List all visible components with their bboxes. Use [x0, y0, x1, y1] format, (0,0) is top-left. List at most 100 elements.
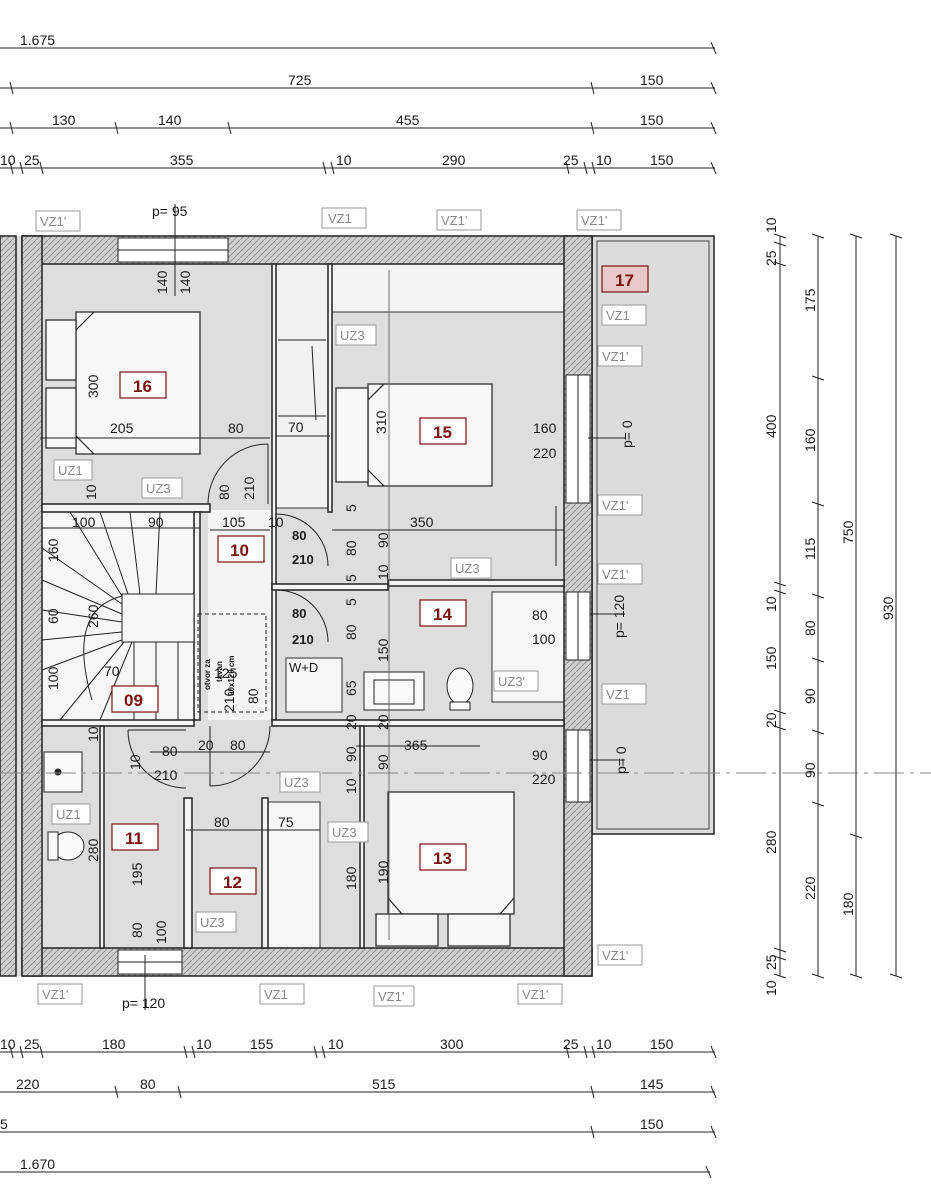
- interior-dimensions: 140 140 300 205 80 70 310 160 220 10 80 …: [45, 270, 557, 944]
- dim: 10: [763, 980, 779, 996]
- dim: 220: [16, 1076, 40, 1092]
- tag: UZ1: [58, 463, 83, 478]
- sink-icon: [363, 671, 425, 711]
- dim: 310: [373, 410, 389, 434]
- dim: 140: [177, 270, 193, 294]
- tag: UZ3: [455, 561, 480, 576]
- dim: 100: [153, 920, 169, 944]
- dim: 180: [343, 866, 359, 890]
- element-tags: VZ1' VZ1 VZ1' VZ1' VZ1 VZ1' UZ3 VZ1' UZ1…: [35, 207, 647, 1007]
- tag: VZ1': [581, 213, 607, 228]
- dim: 150: [375, 638, 391, 662]
- tag: UZ3: [340, 328, 365, 343]
- dim: 210: [292, 552, 314, 567]
- room-11: 11: [125, 829, 143, 848]
- tag: VZ1': [378, 989, 404, 1004]
- plan-notes: otvor za tavan 90x120 cm W+D: [203, 656, 318, 696]
- right-dimensions: [773, 233, 903, 979]
- dim: 145: [640, 1076, 664, 1092]
- dim: 220: [532, 771, 556, 787]
- dim: 80: [140, 1076, 156, 1092]
- dim-top-355: 355: [170, 152, 194, 168]
- dim: 140: [154, 270, 170, 294]
- tag: VZ1: [328, 211, 352, 226]
- tag: VZ1': [40, 214, 66, 229]
- room-labels: 16 15 17 10 14 09 11 12 13: [111, 265, 649, 895]
- dim: 20: [763, 712, 779, 728]
- dim: 90: [802, 688, 818, 704]
- dim: 205: [110, 420, 134, 436]
- dim-top-150a: 150: [640, 72, 664, 88]
- dim: 105: [222, 514, 246, 530]
- dim: 260: [85, 604, 101, 628]
- dim-top-10c: 10: [596, 152, 612, 168]
- building: [0, 204, 931, 1010]
- tag: UZ3: [200, 915, 225, 930]
- dim: 210: [292, 632, 314, 647]
- tag: UZ3': [498, 674, 525, 689]
- dim: 280: [85, 838, 101, 862]
- dim: 220: [533, 445, 557, 461]
- tag: VZ1': [522, 987, 548, 1002]
- dim: 365: [404, 737, 428, 753]
- washer-dryer-label: W+D: [289, 660, 318, 675]
- opening-note-2: tavan: [215, 661, 224, 682]
- bottom-dimension-texts: 10 25 180 10 155 10 300 25 10 150 220 80…: [0, 1036, 674, 1172]
- dim: 20: [375, 714, 391, 730]
- dim: 750: [840, 520, 856, 544]
- dim-top-25b: 25: [563, 152, 579, 168]
- dim: 10: [85, 726, 101, 742]
- dim: 20: [198, 737, 214, 753]
- dim: 150: [650, 1036, 674, 1052]
- dim: 80: [292, 606, 306, 621]
- tag: VZ1': [42, 987, 68, 1002]
- dim-top-total: 1.675: [20, 32, 55, 48]
- dim: 80: [343, 624, 359, 640]
- dim: 10: [343, 778, 359, 794]
- dim: 160: [533, 420, 557, 436]
- tag: VZ1: [606, 308, 630, 323]
- tag: UZ3: [332, 825, 357, 840]
- toilet-icon: [446, 667, 474, 711]
- dim: 90: [148, 514, 164, 530]
- dim: 25: [763, 250, 779, 266]
- dim-top-290: 290: [442, 152, 466, 168]
- dim: 70: [288, 419, 304, 435]
- dim: 5: [343, 574, 359, 582]
- dim: 5: [343, 504, 359, 512]
- opening-note-1: otvor za: [203, 659, 212, 690]
- dim: 1.670: [20, 1156, 55, 1172]
- dim-top-10b: 10: [336, 152, 352, 168]
- room-16: 16: [133, 377, 152, 396]
- dim: 10: [328, 1036, 344, 1052]
- dim: 210: [154, 767, 178, 783]
- dim: 10: [596, 1036, 612, 1052]
- parapet-heights: p= 95 p= 0 p= 120 p= 0 p= 120: [122, 203, 635, 1011]
- bed-icon: [335, 383, 493, 487]
- parapet-height: p= 0: [619, 420, 635, 448]
- dim-top-725: 725: [288, 72, 312, 88]
- tag: UZ3: [284, 775, 309, 790]
- dim: 210: [241, 476, 257, 500]
- dim: 515: [372, 1076, 396, 1092]
- room-17: 17: [615, 271, 634, 290]
- dim: 160: [802, 428, 818, 452]
- tag: VZ1': [602, 567, 628, 582]
- dim: 25: [24, 1036, 40, 1052]
- dim: 80: [532, 607, 548, 623]
- dim-top-150c: 150: [650, 152, 674, 168]
- tag: VZ1: [264, 987, 288, 1002]
- dim: 155: [250, 1036, 274, 1052]
- sink-icon: [43, 751, 83, 793]
- dim: 60: [45, 608, 61, 624]
- dim: 350: [410, 514, 434, 530]
- dim: 90: [375, 754, 391, 770]
- door-swings: [127, 345, 557, 789]
- dim: 10: [83, 484, 99, 500]
- dim: 80: [230, 737, 246, 753]
- dim: 90: [802, 762, 818, 778]
- parapet-height: p= 120: [122, 995, 165, 1011]
- dim: 10: [763, 217, 779, 233]
- room-10: 10: [230, 541, 249, 560]
